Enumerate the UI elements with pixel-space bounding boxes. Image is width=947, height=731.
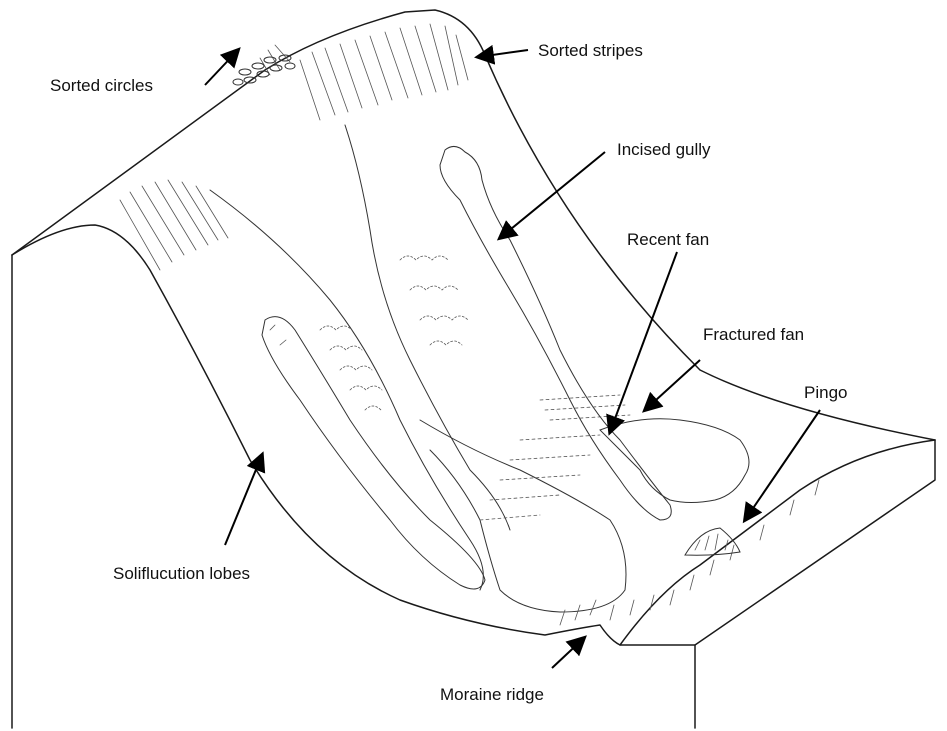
arrow-recent-fan — [610, 252, 677, 432]
arrow-fractured-fan — [645, 360, 700, 410]
slope-ridges — [210, 125, 510, 590]
recent-fan-shape — [600, 419, 749, 503]
label-fractured-fan: Fractured fan — [703, 325, 804, 344]
arrow-sorted-circles — [205, 50, 238, 85]
label-incised-gully: Incised gully — [617, 140, 711, 159]
moraine-ridge-hatching — [560, 480, 819, 625]
sorted-stripes-hatching — [120, 24, 468, 270]
label-solifluction-lobes: Soliflucution lobes — [113, 564, 250, 583]
arrow-sorted-stripes — [478, 50, 528, 57]
arrow-incised-gully — [500, 152, 605, 238]
solifluction-ripples — [320, 256, 468, 410]
label-recent-fan: Recent fan — [627, 230, 709, 249]
arrow-solifluction-lobes — [225, 455, 262, 545]
annotation-arrows — [205, 50, 820, 668]
arrow-moraine-ridge — [552, 638, 584, 668]
block-outline — [12, 10, 935, 728]
label-pingo: Pingo — [804, 383, 847, 402]
label-moraine-ridge: Moraine ridge — [440, 685, 544, 704]
solifluction-lobe-left — [262, 317, 485, 589]
incised-gully-tongue — [440, 146, 671, 520]
central-fan — [420, 420, 626, 612]
label-sorted-stripes: Sorted stripes — [538, 41, 643, 60]
label-sorted-circles: Sorted circles — [50, 76, 153, 95]
fractured-fan-pattern — [480, 395, 630, 520]
